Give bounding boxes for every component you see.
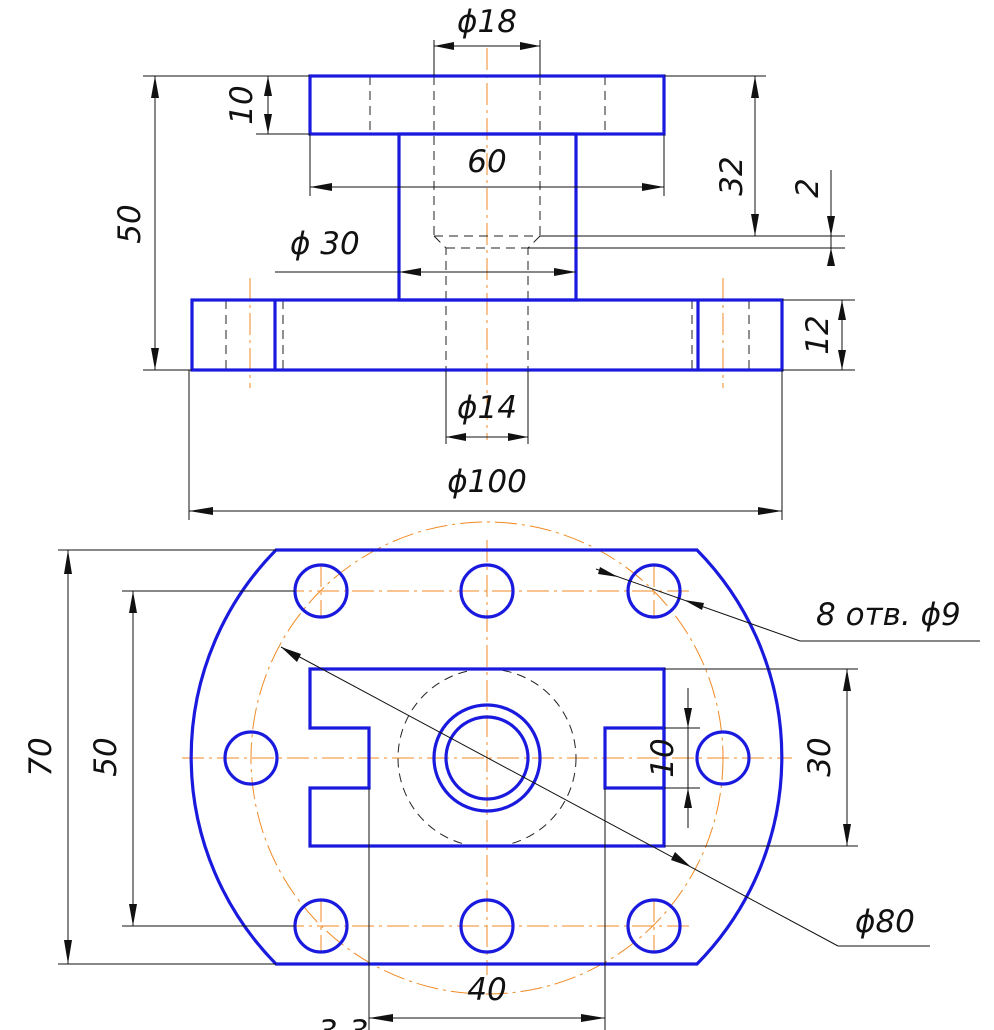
overall-height-dim: 70 [23, 737, 59, 776]
holes-note: 8 отв. ϕ9 [816, 597, 961, 633]
top-flange-width-dim: 60 [467, 144, 506, 180]
step-dim: 2 [790, 178, 826, 198]
base-thickness-dim: 12 [800, 315, 836, 354]
hole-icon [223, 730, 279, 786]
slot-width-dim: 10 [645, 738, 681, 777]
slot-spacing-dim: 40 [467, 972, 506, 1008]
top-view-dimensions [58, 549, 980, 1030]
front-view: ϕ18 10 50 60 32 2 ϕ 30 12 ϕ14 ϕ100 [112, 4, 855, 520]
hole-icon [626, 563, 682, 619]
front-view-outline [190, 74, 784, 372]
hole-spacing-dim: 50 [88, 737, 124, 776]
front-view-labels: ϕ18 10 50 60 32 2 ϕ 30 12 ϕ14 ϕ100 [112, 4, 836, 500]
top-flange-thickness-dim: 10 [224, 85, 260, 124]
plate-height-dim: 30 [802, 737, 838, 776]
bore-inner-icon [444, 715, 530, 801]
section-label: 3-3 [318, 1014, 369, 1030]
hole-icon [695, 730, 751, 786]
bore-outer-icon [432, 703, 542, 813]
front-view-dimensions [143, 40, 855, 520]
neck-diameter-dim: ϕ 30 [290, 226, 360, 262]
top-view-labels: 8 отв. ϕ9 70 50 10 30 ϕ80 40 3-3 [23, 597, 961, 1030]
top-view: 8 отв. ϕ9 70 50 10 30 ϕ80 40 3-3 [23, 521, 980, 1030]
base-outline [189, 548, 784, 966]
top-view-centerlines [182, 521, 792, 995]
top-bore-dim: ϕ18 [457, 4, 517, 40]
bottom-bore-dim: ϕ14 [457, 390, 517, 426]
hole-icon [459, 898, 515, 954]
bolt-circle-dim: ϕ80 [855, 904, 915, 940]
upper-height-dim: 32 [714, 156, 750, 195]
base-diameter-dim: ϕ100 [447, 464, 527, 500]
hole-icon [626, 898, 682, 954]
hole-icon [459, 563, 515, 619]
bolt-circle [250, 521, 724, 995]
total-height-dim: 50 [112, 204, 148, 243]
